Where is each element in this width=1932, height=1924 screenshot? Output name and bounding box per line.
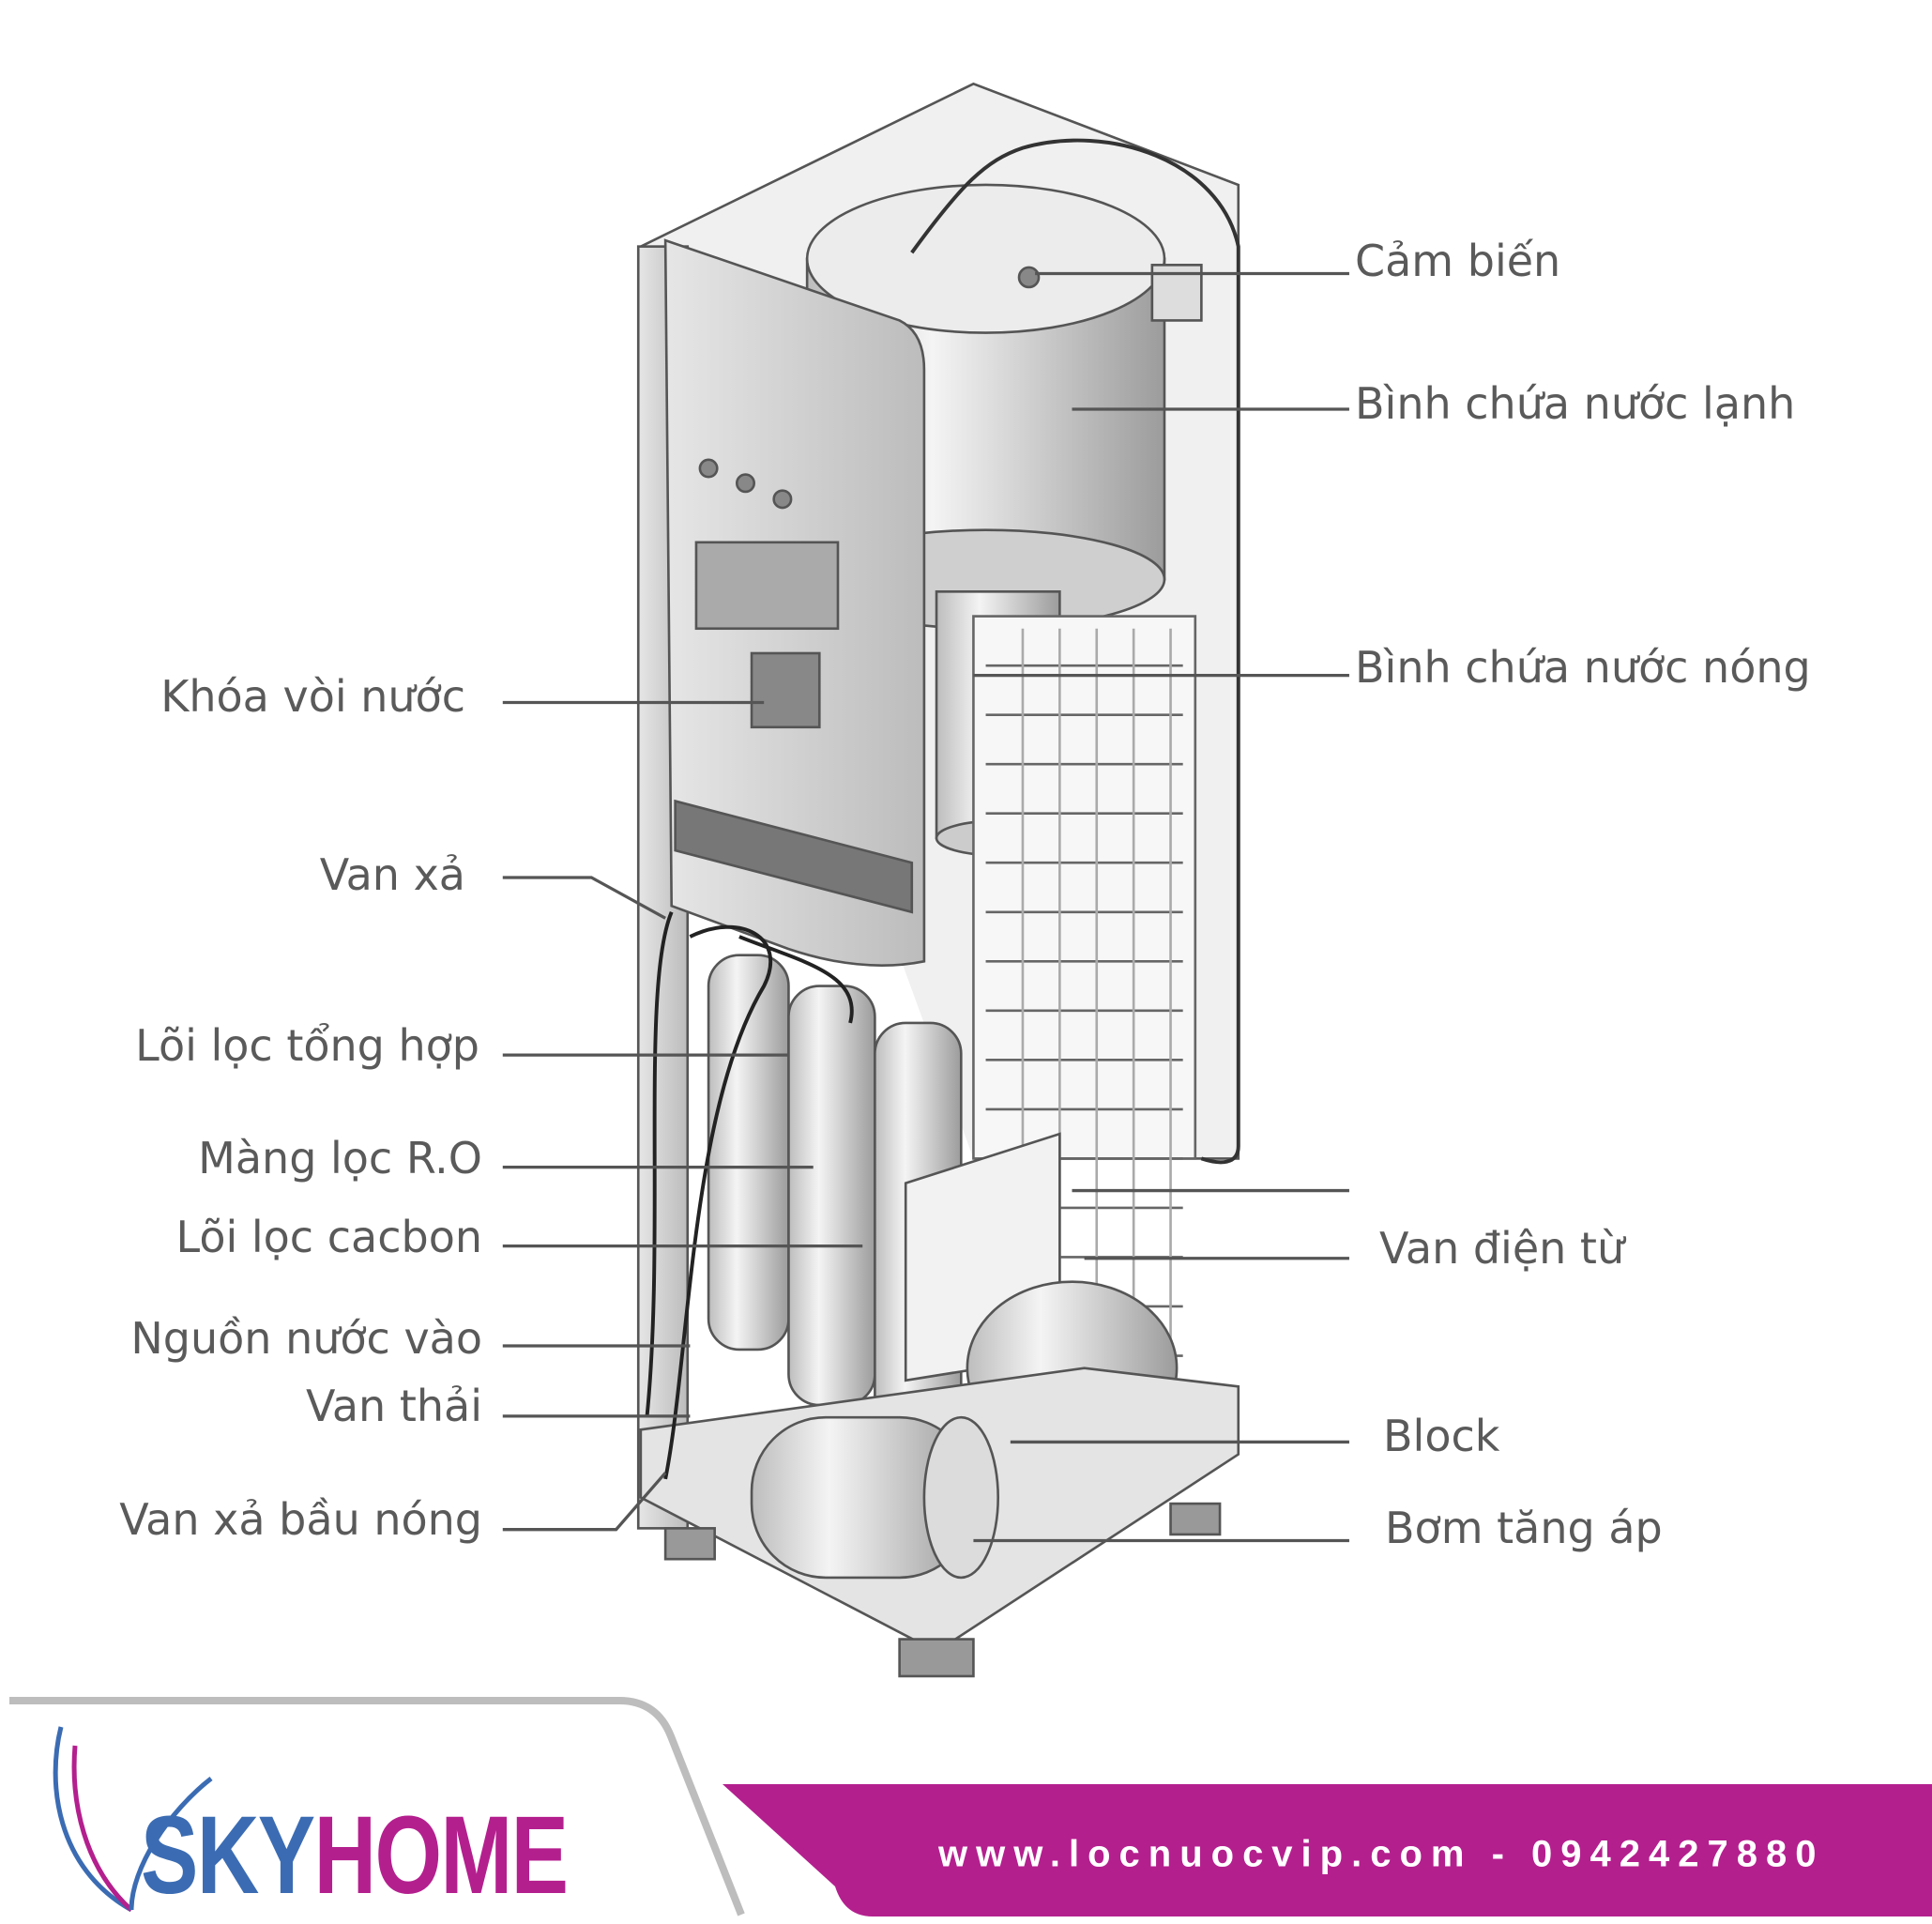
label-van-xa: Van xả	[319, 849, 465, 900]
booster-pump	[750, 1415, 1000, 1580]
footer-band	[723, 1784, 1932, 1916]
label-loi-loc-tong-hop: Lõi lọc tổng hợp	[135, 1020, 479, 1071]
footer-swoosh	[9, 1697, 745, 1916]
label-nguon-nuoc-vao: Nguồn nước vào	[130, 1313, 482, 1364]
logo-home-text: HOME	[313, 1794, 569, 1917]
label-block: Block	[1383, 1411, 1500, 1461]
leader-lines	[502, 271, 1349, 1543]
skyhome-logo: SKYHOME	[141, 1800, 569, 1911]
label-mang-loc-ro: Màng lọc R.O	[198, 1133, 482, 1183]
label-loi-loc-cacbon: Lõi lọc cacbon	[175, 1212, 482, 1262]
label-van-thai: Van thải	[305, 1381, 482, 1431]
feet	[663, 1502, 1222, 1678]
logo-sky-text: SKY	[141, 1794, 315, 1917]
water-tubes	[645, 911, 854, 1480]
label-binh-chua-nuoc-lanh: Bình chứa nước lạnh	[1355, 378, 1796, 429]
label-van-xa-bau-nong: Van xả bầu nóng	[119, 1494, 482, 1545]
front-panel	[663, 238, 926, 967]
label-bom-tang-ap: Bơm tăng áp	[1385, 1503, 1663, 1553]
label-cam-bien: Cảm biến	[1355, 236, 1561, 286]
label-van-dien-tu: Van điện từ	[1379, 1223, 1625, 1274]
sensor-wire	[910, 138, 1240, 1165]
footer-contact: www.locnuocvip.com - 0942427880	[938, 1833, 1825, 1875]
label-binh-chua-nuoc-nong: Bình chứa nước nóng	[1355, 642, 1811, 693]
logo-swoosh-icon	[53, 1726, 213, 1913]
label-khoa-voi-nuoc: Khóa vòi nước	[160, 671, 465, 722]
condenser-coil	[972, 615, 1197, 1381]
